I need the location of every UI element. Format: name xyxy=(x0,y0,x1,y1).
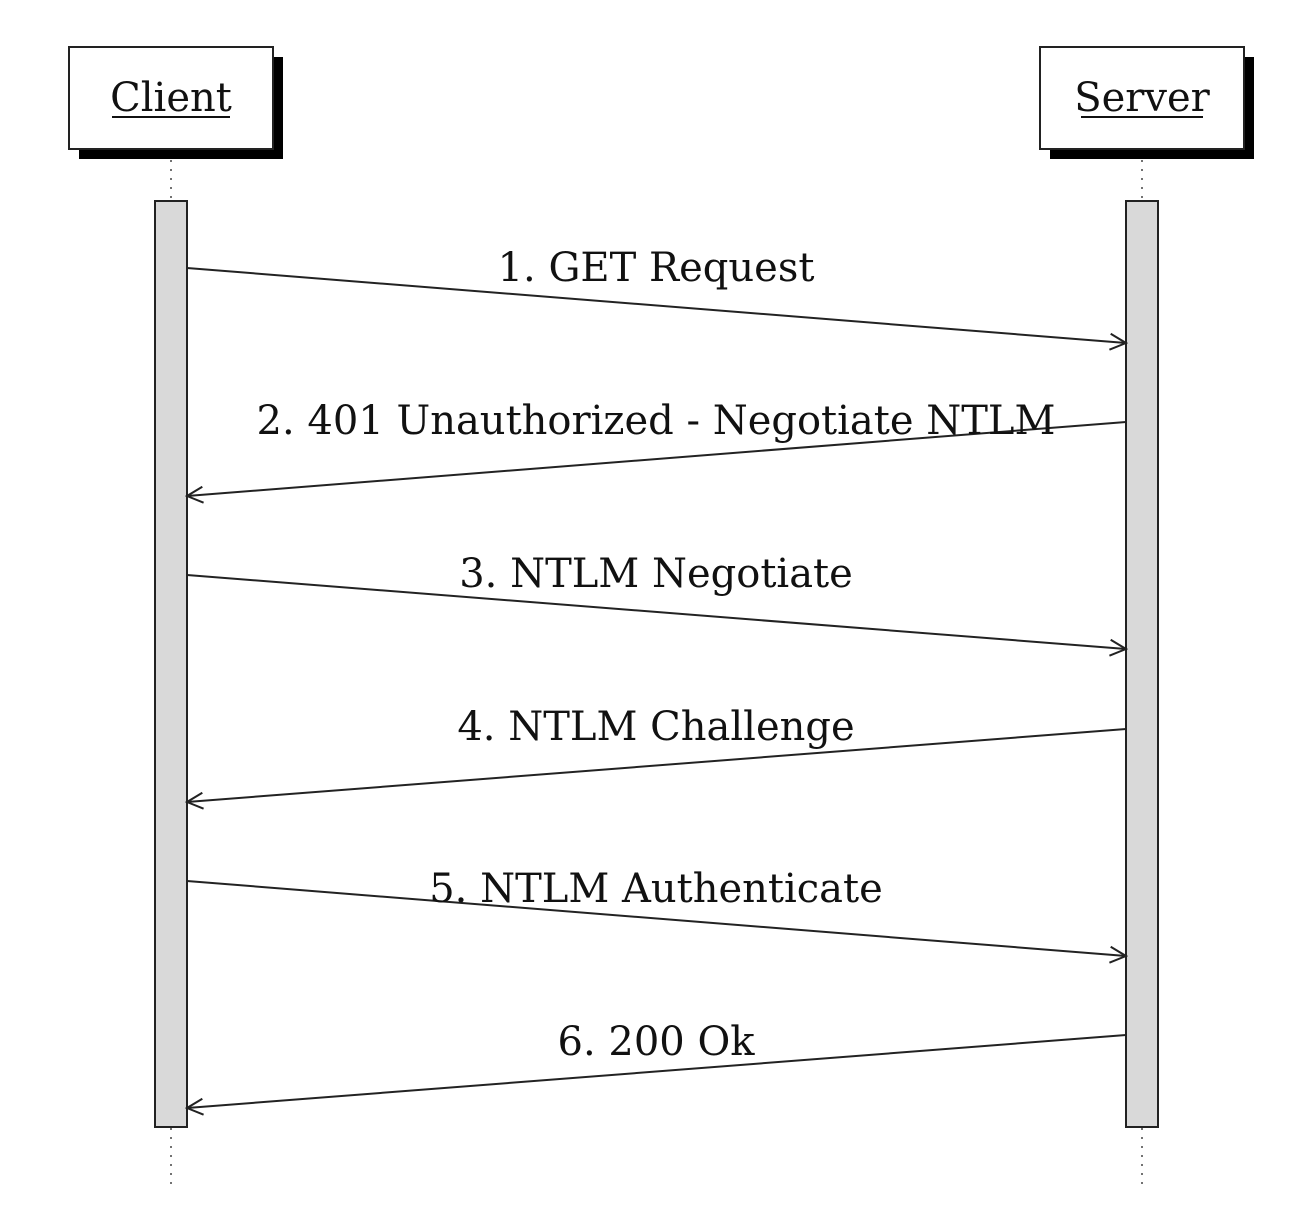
message-5: 5. NTLM Authenticate xyxy=(186,866,1126,956)
message-arrow xyxy=(187,728,1127,802)
message-arrow xyxy=(187,421,1127,496)
activation-bar-server xyxy=(1125,200,1159,1128)
message-label: 1. GET Request xyxy=(498,245,815,291)
message-2: 2. 401 Unauthorized - Negotiate NTLM xyxy=(187,398,1127,496)
activation-bar-client xyxy=(154,200,188,1128)
message-arrow xyxy=(186,267,1126,343)
message-arrow xyxy=(187,1034,1127,1108)
message-arrow xyxy=(186,574,1126,649)
participant-server-label: Server xyxy=(1074,75,1210,121)
participant-client: Client xyxy=(68,46,283,159)
message-arrow xyxy=(186,880,1126,956)
message-4: 4. NTLM Challenge xyxy=(187,704,1127,802)
participant-server: Server xyxy=(1039,46,1254,159)
participant-client-label: Client xyxy=(110,75,232,121)
message-label: 4. NTLM Challenge xyxy=(457,704,854,750)
message-6: 6. 200 Ok xyxy=(187,1019,1127,1108)
message-label: 6. 200 Ok xyxy=(558,1019,756,1065)
message-label: 3. NTLM Negotiate xyxy=(459,551,853,597)
participant-server-box xyxy=(1039,46,1245,150)
message-label: 2. 401 Unauthorized - Negotiate NTLM xyxy=(257,398,1056,444)
message-3: 3. NTLM Negotiate xyxy=(186,551,1126,649)
message-1: 1. GET Request xyxy=(186,245,1126,343)
participant-client-box xyxy=(68,46,274,150)
message-label: 5. NTLM Authenticate xyxy=(429,866,883,912)
